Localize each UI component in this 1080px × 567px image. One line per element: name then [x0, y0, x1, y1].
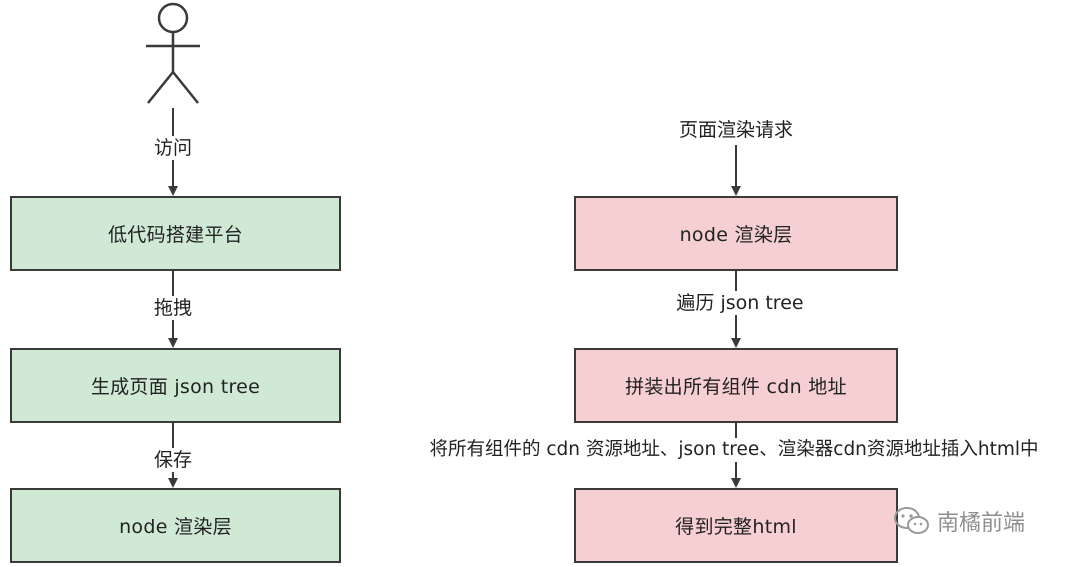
box-lowcode-platform: 低代码搭建平台 [10, 196, 341, 271]
edge-label-drag: 拖拽 [151, 296, 195, 320]
box-node-render-left: node 渲染层 [10, 488, 341, 563]
edge-label-visit: 访问 [151, 136, 195, 160]
start-label-render-request: 页面渲染请求 [676, 118, 796, 142]
wechat-icon [894, 507, 929, 534]
box-json-tree: 生成页面 json tree [10, 348, 341, 423]
box-node-render-left-label: node 渲染层 [119, 516, 232, 538]
box-assemble-cdn: 拼装出所有组件 cdn 地址 [574, 348, 898, 423]
edge-label-traverse: 遍历 json tree [674, 291, 806, 315]
box-lowcode-platform-label: 低代码搭建平台 [107, 224, 244, 246]
user-figure-icon [146, 2, 200, 104]
box-node-render-right-label: node 渲染层 [679, 224, 793, 246]
box-complete-html-label: 得到完整html [675, 516, 797, 538]
box-complete-html: 得到完整html [574, 488, 898, 563]
watermark-text: 南橘前端 [937, 511, 1026, 536]
box-assemble-cdn-label: 拼装出所有组件 cdn 地址 [625, 376, 847, 398]
box-json-tree-label: 生成页面 json tree [90, 376, 261, 398]
watermark: 南橘前端 [893, 505, 1025, 537]
box-node-render-right: node 渲染层 [574, 196, 898, 271]
edge-label-save: 保存 [151, 448, 195, 472]
edge-label-insert-html: 将所有组件的 cdn 资源地址、json tree、渲染器cdn资源地址插入ht… [427, 438, 1041, 462]
